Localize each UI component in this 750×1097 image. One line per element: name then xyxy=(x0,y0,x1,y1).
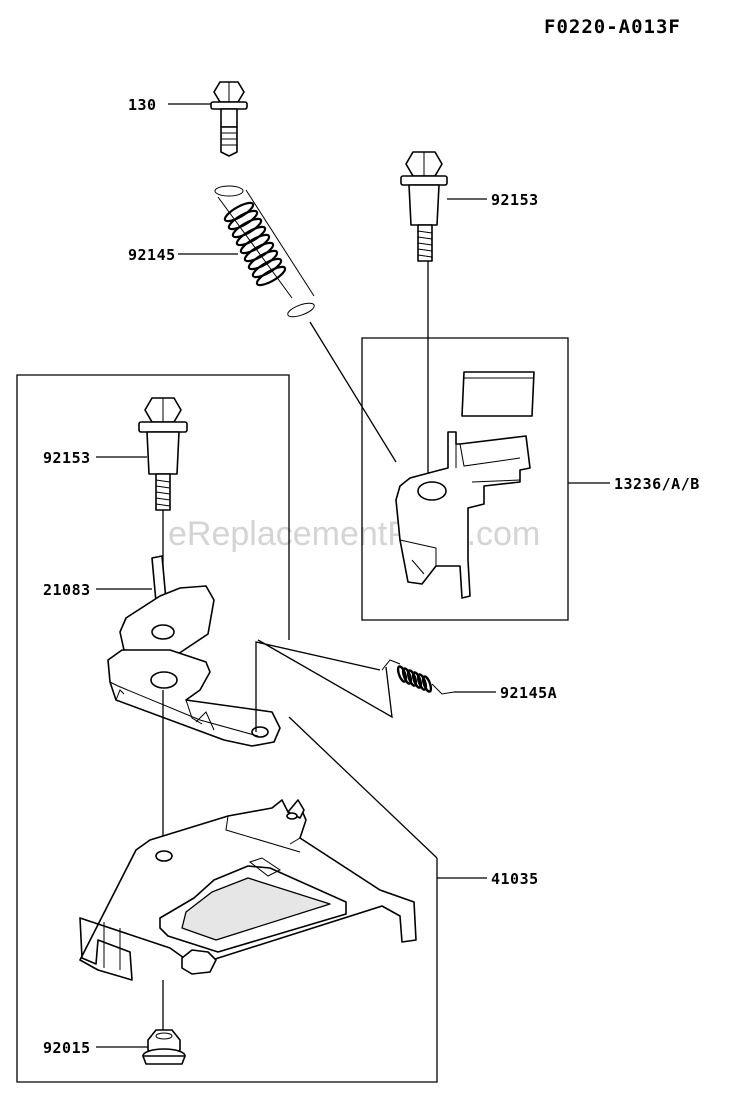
diagram-id: F0220-A013F xyxy=(544,16,681,38)
spring-92145a[interactable] xyxy=(381,659,455,695)
spring-92145[interactable] xyxy=(214,185,316,319)
label-92145a: 92145A xyxy=(500,684,557,702)
label-41035: 41035 xyxy=(491,870,539,888)
bracket-13236[interactable] xyxy=(395,371,535,599)
label-21083: 21083 xyxy=(43,581,91,599)
label-92153-left: 92153 xyxy=(43,449,91,467)
frame-13236 xyxy=(361,337,569,621)
bolt-92153-top[interactable] xyxy=(400,151,448,262)
label-92145: 92145 xyxy=(128,246,176,264)
label-130: 130 xyxy=(128,96,157,114)
lever-21083[interactable] xyxy=(107,555,281,747)
label-92015: 92015 xyxy=(43,1039,91,1057)
frame-main-diag xyxy=(288,716,438,859)
nut-92015[interactable] xyxy=(142,1029,186,1065)
label-92153-top: 92153 xyxy=(491,191,539,209)
label-13236: 13236/A/B xyxy=(614,475,700,493)
frame-main xyxy=(16,374,438,1083)
watermark: eReplacementParts.com xyxy=(168,515,540,553)
plate-41035[interactable] xyxy=(79,799,417,981)
bolt-92153-left[interactable] xyxy=(138,397,188,511)
bolt-130[interactable] xyxy=(210,81,248,157)
